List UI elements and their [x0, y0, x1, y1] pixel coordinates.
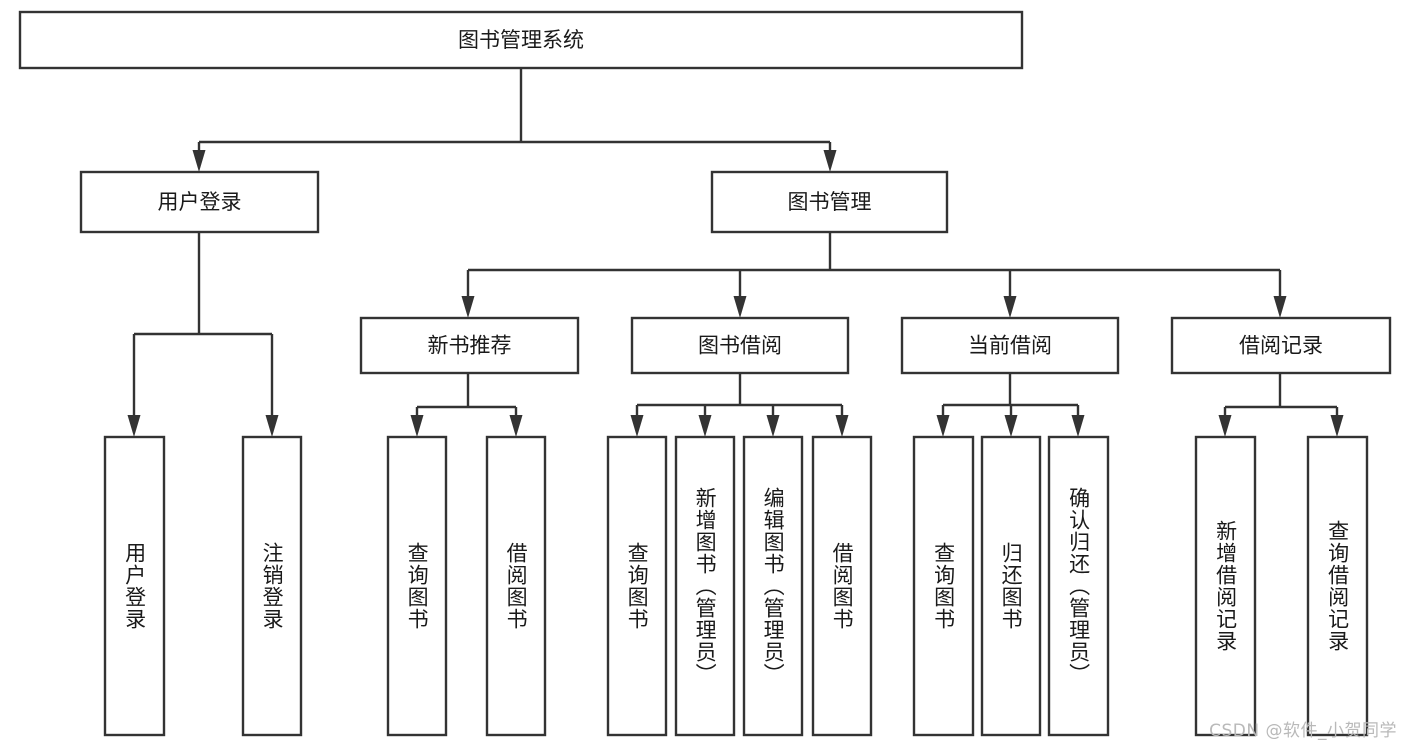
arrow-head-icon	[509, 415, 523, 437]
arrow-head-icon	[461, 296, 475, 318]
arrow-head-icon	[1330, 415, 1344, 437]
arrow-head-icon	[698, 415, 712, 437]
connector-layer	[127, 68, 1344, 437]
arrow-head-icon	[127, 415, 141, 437]
level2-node-borrow-record-label: 借阅记录	[1239, 334, 1323, 358]
leaf-node-leaf-return-book-box[interactable]	[980, 435, 1042, 737]
leaf-node-leaf-borrow-book-recommend-box[interactable]	[485, 435, 547, 737]
arrow-head-icon	[1003, 296, 1017, 318]
arrow-head-icon	[1071, 415, 1085, 437]
level1-node-book-management-box[interactable]	[710, 170, 949, 234]
leaf-node-leaf-user-login-box[interactable]	[103, 435, 166, 737]
leaf-node-leaf-add-borrow-record-box[interactable]	[1194, 435, 1257, 737]
arrow-head-icon	[823, 150, 837, 172]
csdn-watermark: CSDN @软件_小贺同学	[1209, 721, 1397, 741]
leaf-node-leaf-confirm-return-admin-box[interactable]	[1047, 435, 1110, 737]
leaf-node-leaf-query-book-current-box[interactable]	[912, 435, 975, 737]
arrow-head-icon	[1273, 296, 1287, 318]
arrow-head-icon	[630, 415, 644, 437]
leaf-node-leaf-query-borrow-record-box[interactable]	[1306, 435, 1369, 737]
leaf-node-leaf-query-book-recommend-box[interactable]	[386, 435, 448, 737]
root-node-box[interactable]	[18, 10, 1024, 70]
arrow-head-icon	[936, 415, 950, 437]
leaf-node-leaf-edit-book-admin-box[interactable]	[742, 435, 804, 737]
arrow-head-icon	[835, 415, 849, 437]
level1-node-user-login-label: 用户登录	[158, 190, 242, 214]
leaf-node-leaf-borrow-book-box[interactable]	[811, 435, 873, 737]
arrow-head-icon	[265, 415, 279, 437]
level2-node-current-borrow-box[interactable]	[900, 316, 1120, 375]
level2-node-borrow-record-box[interactable]	[1170, 316, 1392, 375]
arrow-head-icon	[1218, 415, 1232, 437]
level2-node-book-borrow-box[interactable]	[630, 316, 850, 375]
level2-node-current-borrow-label: 当前借阅	[968, 334, 1052, 358]
arrow-head-icon	[1004, 415, 1018, 437]
level2-node-new-book-recommend-box[interactable]	[359, 316, 580, 375]
leaf-node-leaf-logout-login-box[interactable]	[241, 435, 303, 737]
level1-node-book-management-label: 图书管理	[788, 190, 872, 214]
level2-node-book-borrow-label: 图书借阅	[698, 334, 782, 358]
leaf-node-leaf-add-book-admin-box[interactable]	[674, 435, 736, 737]
arrow-head-icon	[192, 150, 206, 172]
level1-node-user-login-box[interactable]	[79, 170, 320, 234]
arrow-head-icon	[733, 296, 747, 318]
node-box-layer	[18, 10, 1392, 737]
arrow-head-icon	[410, 415, 424, 437]
leaf-node-leaf-query-book-borrow-box[interactable]	[606, 435, 668, 737]
level2-node-new-book-recommend-label: 新书推荐	[428, 334, 512, 358]
root-node-label: 图书管理系统	[458, 28, 584, 52]
arrow-head-icon	[766, 415, 780, 437]
